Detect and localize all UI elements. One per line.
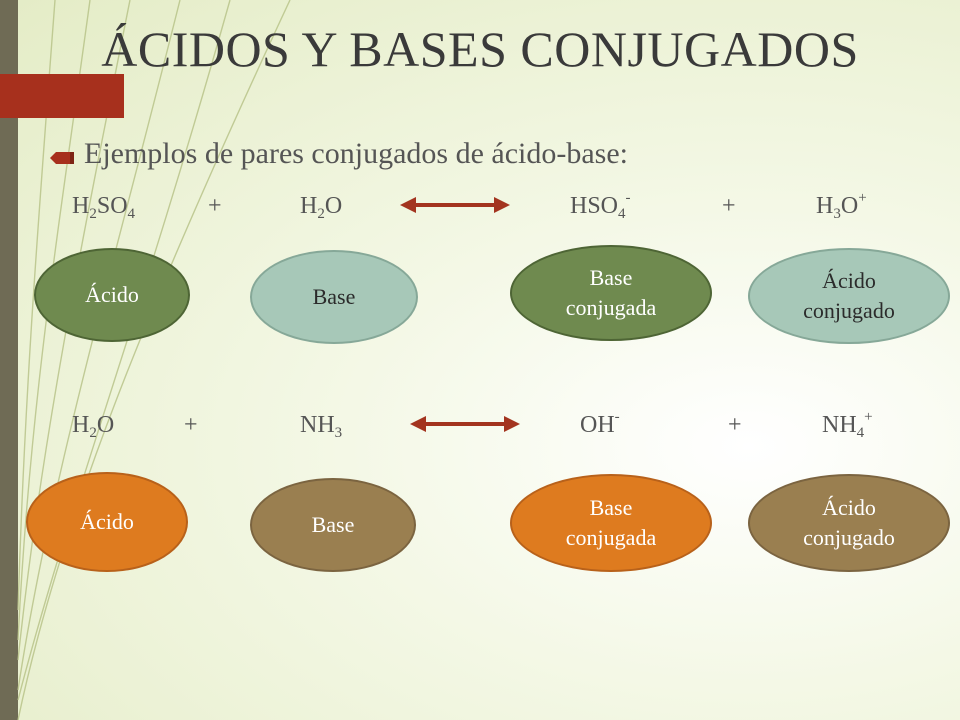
reaction1-plus1: + — [208, 193, 222, 219]
conjugate-base-oval: Base conjugada — [510, 474, 712, 572]
reaction2-product2: NH4+ — [822, 409, 873, 441]
double-headed-arrow-icon — [410, 416, 520, 432]
title-accent-tab — [0, 74, 124, 118]
bullet-text: Ejemplos de pares conjugados de ácido-ba… — [84, 137, 628, 170]
conjugate-acid-oval: Ácido conjugado — [748, 474, 950, 572]
base-oval: Base — [250, 250, 418, 344]
base-oval: Base — [250, 478, 416, 572]
reaction1-product1: HSO4- — [570, 190, 631, 222]
pencil-bullet-icon — [50, 152, 74, 164]
double-headed-arrow-icon — [400, 197, 510, 213]
reaction2-product1: OH- — [580, 409, 620, 438]
reaction2-reactant1: H2O — [72, 412, 115, 441]
acid-oval: Ácido — [34, 248, 190, 342]
conjugate-acid-oval: Ácido conjugado — [748, 248, 950, 344]
left-border-bar — [0, 0, 18, 720]
reaction1-plus2: + — [722, 193, 736, 219]
slide-title: ÁCIDOS Y BASES CONJUGADOS — [101, 21, 859, 77]
conjugate-base-oval: Base conjugada — [510, 245, 712, 341]
reaction1-reactant2: H2O — [300, 193, 343, 222]
acid-oval: Ácido — [26, 472, 188, 572]
reaction2-reactant2: NH3 — [300, 412, 343, 441]
reaction1-reactant1: H2SO4 — [72, 193, 136, 222]
reaction2-plus2: + — [728, 412, 742, 438]
reaction1-product2: H3O+ — [816, 190, 867, 222]
reaction2-plus1: + — [184, 412, 198, 438]
